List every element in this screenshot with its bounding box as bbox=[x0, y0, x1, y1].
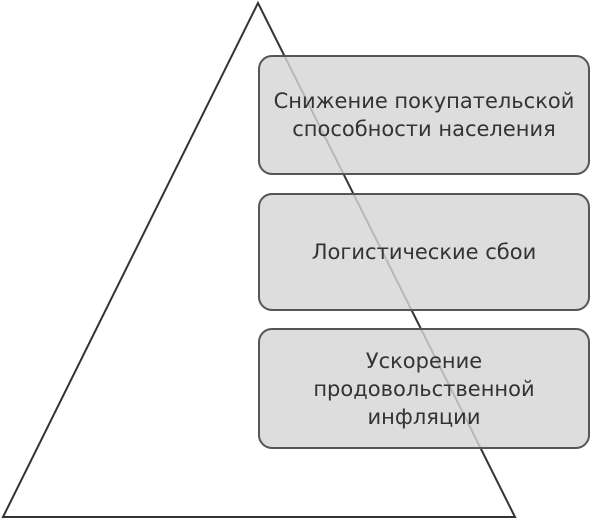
pyramid-level-middle: Логистические сбои bbox=[258, 193, 590, 311]
level-label-food-inflation: Ускорение продовольственной инфляции bbox=[313, 348, 535, 429]
level-label-purchasing-power: Снижение покупательской способности насе… bbox=[273, 89, 575, 141]
level-label-logistics: Логистические сбои bbox=[311, 240, 537, 264]
pyramid-level-bottom: Ускорение продовольственной инфляции bbox=[258, 328, 590, 449]
pyramid-level-top: Снижение покупательской способности насе… bbox=[258, 55, 590, 175]
